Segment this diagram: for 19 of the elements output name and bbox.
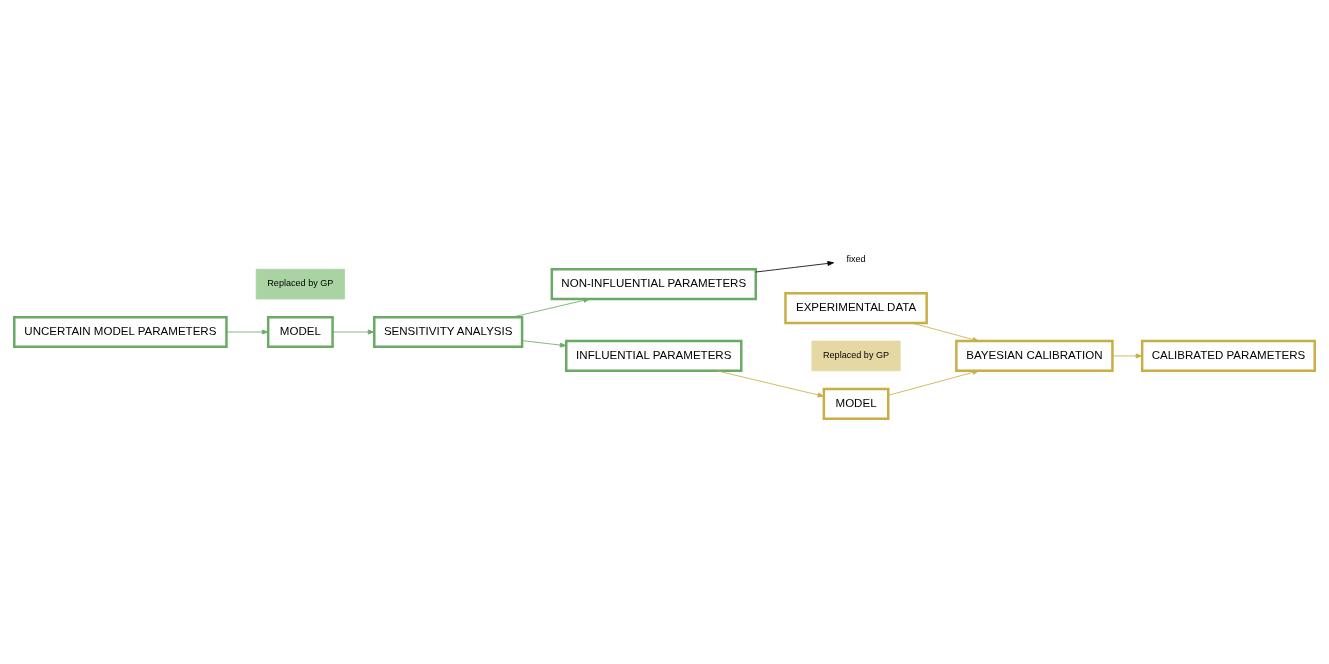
node-box: CALIBRATED PARAMETERS [1140,339,1316,373]
node-box: INFLUENTIAL PARAMETERS [565,339,743,373]
node-box: Replaced by GP [255,268,345,300]
node-box: EXPERIMENTAL DATA [784,291,928,325]
arrow [716,370,825,398]
arrow [1112,353,1143,359]
node-box: UNCERTAIN MODEL PARAMETERS [13,315,228,349]
node-box: Replaced by GP [811,340,901,372]
node-text: fixed [846,254,866,265]
arrow [521,340,567,348]
node-box: SENSITIVITY ANALYSIS [373,315,524,349]
arrow [755,261,835,273]
node-box: MODEL [266,315,334,349]
arrow [226,329,269,335]
node-box: MODEL [822,387,890,420]
arrow [332,329,375,335]
arrow [911,322,980,342]
arrow [888,369,980,396]
arrow [512,297,590,318]
